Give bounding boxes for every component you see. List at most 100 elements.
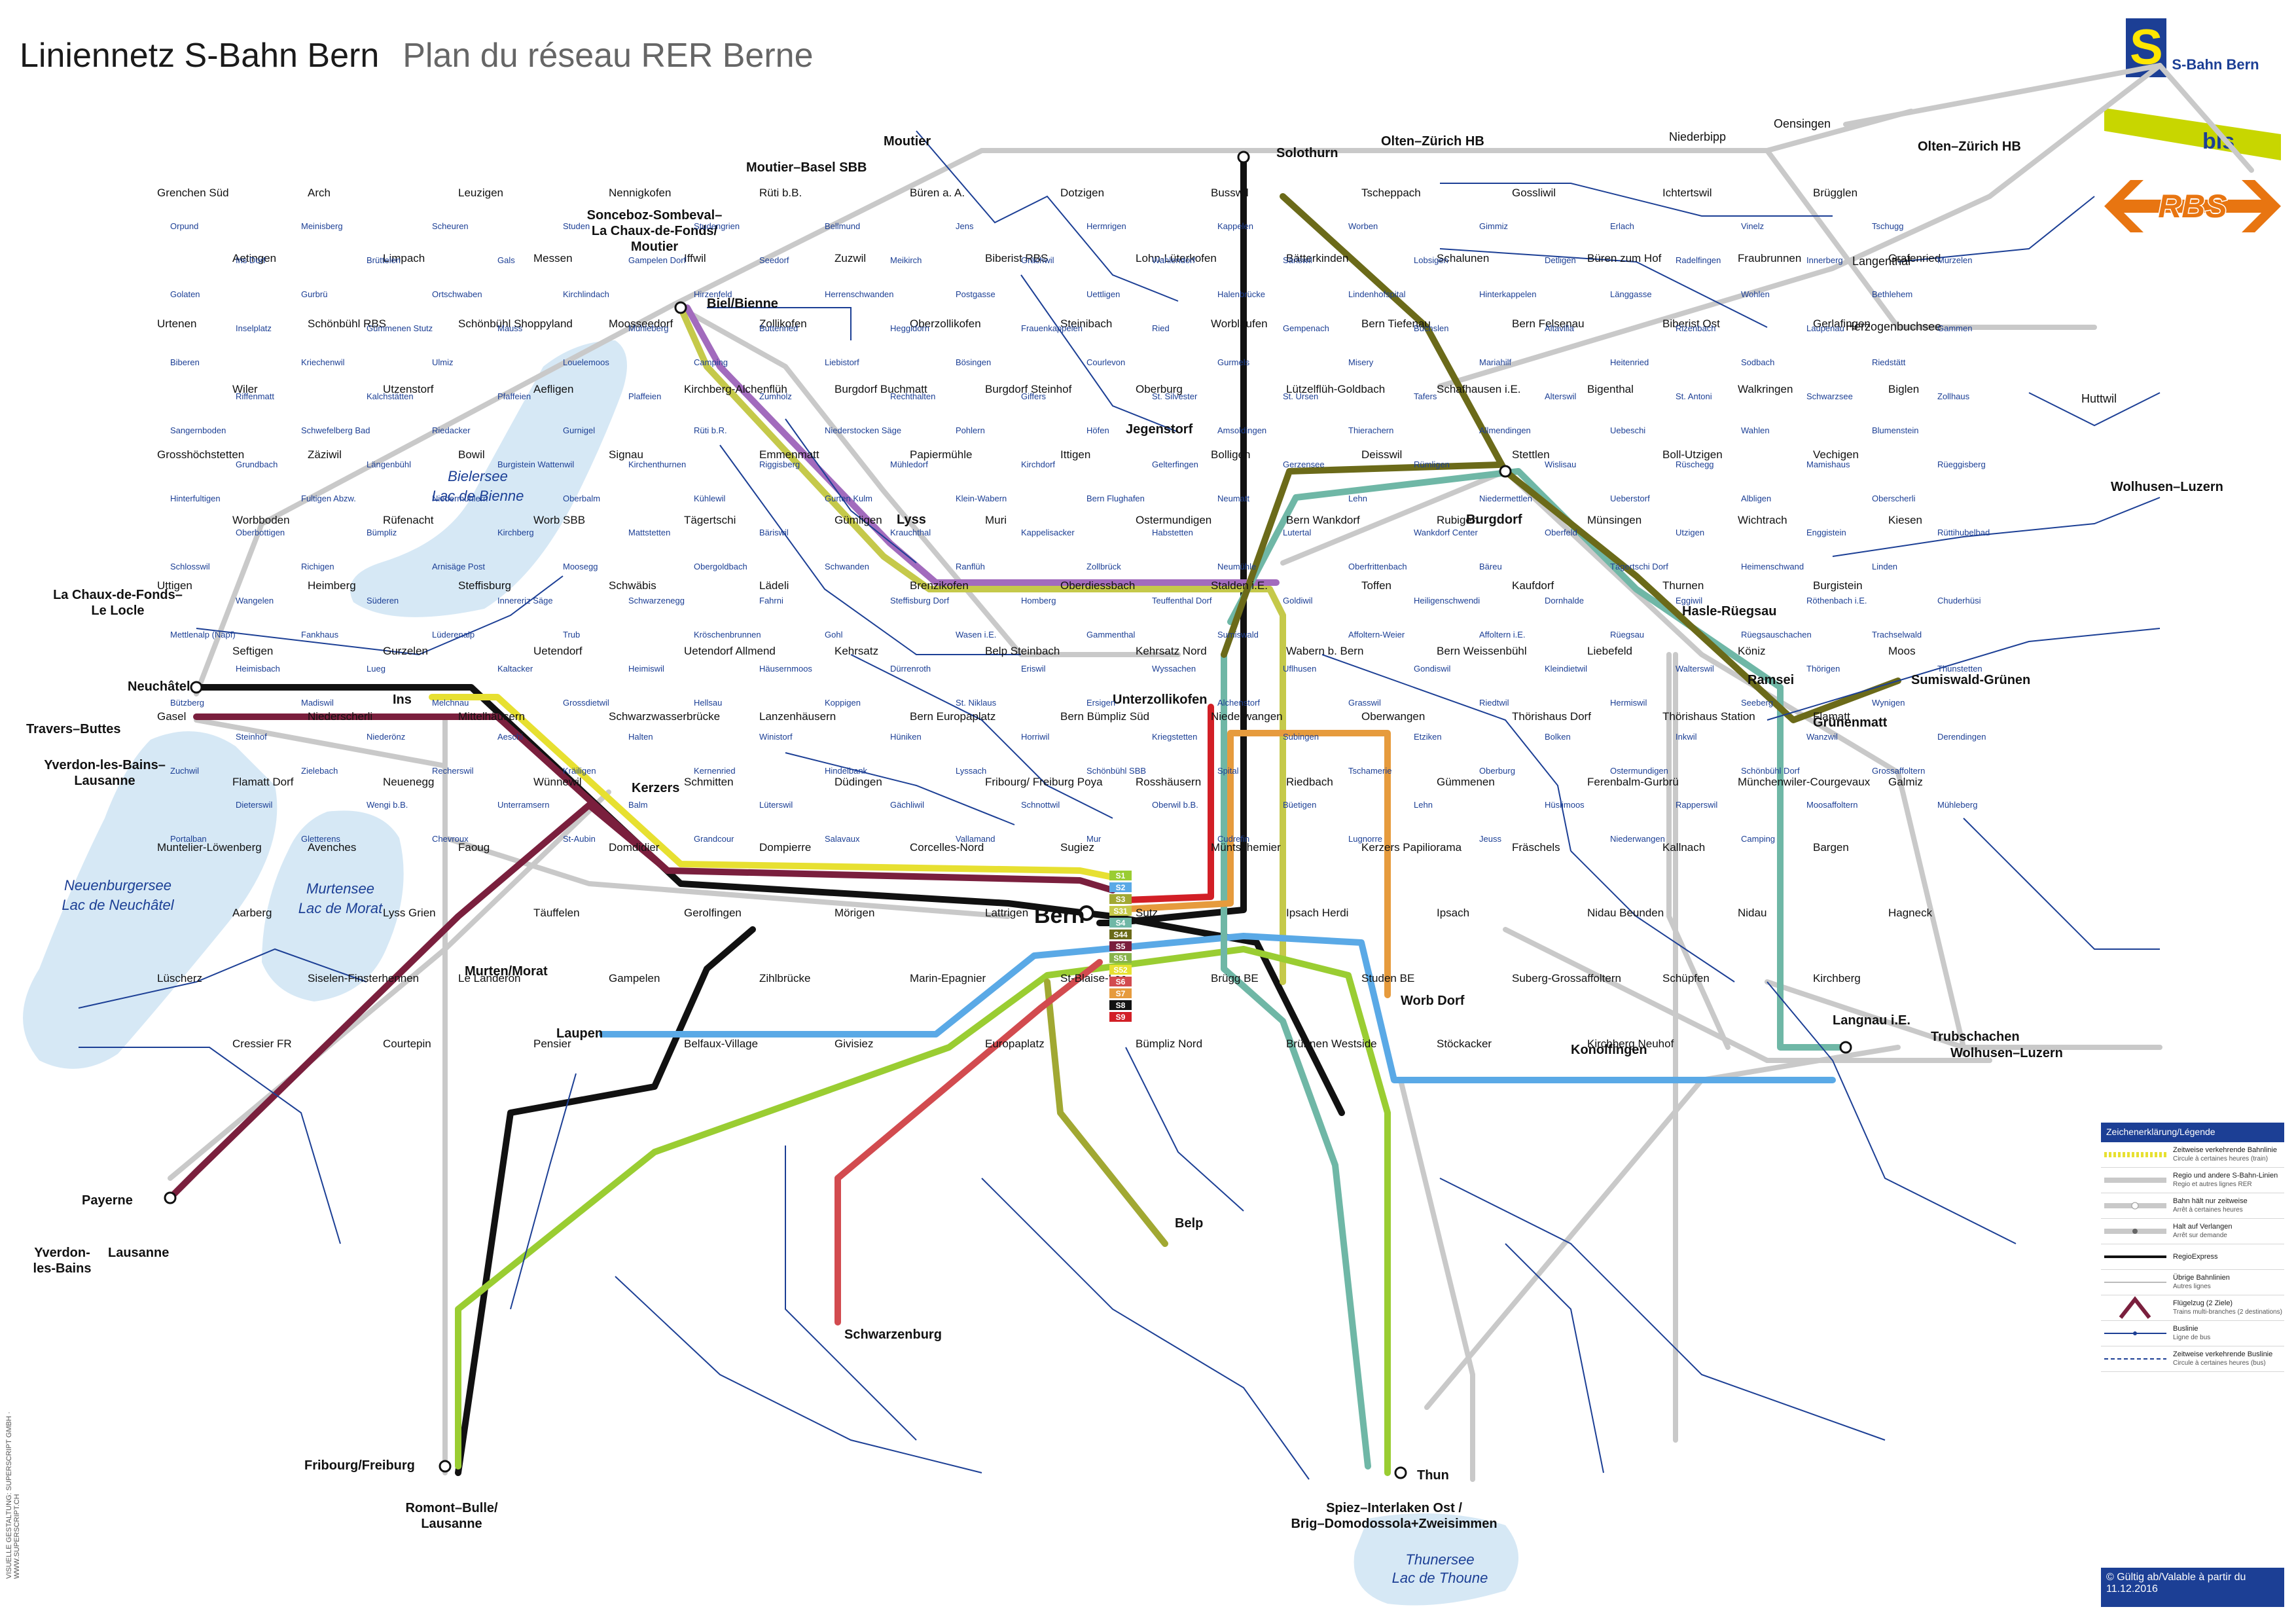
bus-stop-63: Courlevon: [1086, 357, 1125, 367]
label-lyss: Lyss: [897, 513, 926, 527]
place-8: Tscheppach: [1361, 187, 1421, 199]
label-la-chaux: La Chaux-de-Fonds–Le Locle: [53, 588, 183, 618]
place-136: Mörigen: [834, 907, 874, 919]
bus-stop-166: Röthenbach i.E.: [1806, 596, 1867, 605]
bus-stop-155: Süderen: [367, 596, 399, 605]
bus-stop-207: Hermiswil: [1610, 698, 1647, 708]
place-29: Oberzollikofen: [910, 317, 981, 330]
label-la-chaux-l2: Le Locle: [91, 604, 144, 618]
bus-stop-179: Rüegsau: [1610, 630, 1644, 640]
bus-stop-138: Enggistein: [1806, 528, 1846, 537]
place-94: Köniz: [1738, 645, 1766, 657]
place-96: Gasel: [157, 710, 186, 723]
place-54: Ittigen: [1060, 448, 1090, 461]
bus-stop-248: Hüslimoos: [1545, 800, 1585, 810]
bus-stop-37: Lindenhofspital: [1348, 289, 1406, 299]
other-rail-lines: [168, 63, 2254, 1482]
bus-stop-92: Amsoldingen: [1217, 425, 1266, 435]
place-37: Utzenstorf: [383, 383, 434, 395]
place-14: Messen: [533, 252, 573, 264]
bus-stop-116: Kühlewil: [694, 494, 726, 503]
place-3: Nennigkofen: [609, 187, 671, 199]
place-86: Uetendorf: [533, 645, 583, 657]
label-sonceboz: Sonceboz-Sombeval–La Chaux-de-Fonds/Mout…: [587, 208, 723, 254]
bus-stop-182: Heimisbach: [236, 664, 280, 674]
bus-stop-125: Oberscherli: [1872, 494, 1916, 503]
place-142: Nidau: [1738, 907, 1767, 919]
bus-stop-200: Hellsau: [694, 698, 722, 708]
bus-stop-7: Hermrigen: [1086, 221, 1126, 231]
bus-stop-258: Vallamand: [956, 834, 995, 844]
rbs-logo: RBS: [2104, 177, 2281, 236]
place-131: Bargen: [1813, 841, 1849, 854]
lake-neuenburgersee-name: Neuenburgersee: [64, 877, 171, 893]
bus-stop-4: Studengrien: [694, 221, 740, 231]
bus-stop-261: Lugnorre: [1348, 834, 1382, 844]
place-31: Worblaufen: [1211, 317, 1268, 330]
bus-stop-172: Kröschenbrunnen: [694, 630, 761, 640]
bus-stop-185: Heimiswil: [628, 664, 664, 674]
design-credit: VISUELLE GESTALTUNG: SUPERSCRIPT GMBH · …: [5, 1411, 21, 1579]
bus-stop-198: Melchnau: [432, 698, 469, 708]
legend-regio-fr: Regio et autres lignes RER: [2173, 1181, 2252, 1188]
label-laupen: Laupen: [556, 1026, 603, 1041]
bus-stop-233: Tschamerie: [1348, 766, 1391, 776]
place-160: Givisiez: [834, 1038, 874, 1050]
place-153: Suberg-Grossaffoltern: [1512, 972, 1621, 984]
station-marker-biel: [674, 301, 687, 314]
bus-stop-231: Schönbühl SBB: [1086, 766, 1146, 776]
bus-stop-193: Walterswil: [1676, 664, 1714, 674]
place-72: Uttigen: [157, 579, 192, 592]
bus-stop-98: Grundbach: [236, 460, 278, 469]
bus-stop-41: Bethlehem: [1872, 289, 1912, 299]
place-102: Bern Bümpliz Süd: [1060, 710, 1149, 723]
bus-stop-77: St. Silvester: [1152, 391, 1198, 401]
bus-stop-259: Mur: [1086, 834, 1102, 844]
bus-stop-148: Neumühle: [1217, 562, 1256, 571]
bus-stop-218: Subingen: [1283, 732, 1319, 742]
bus-stop-230: Lyssach: [956, 766, 986, 776]
bus-stop-61: Liebistorf: [825, 357, 859, 367]
bus-stop-189: Wyssachen: [1152, 664, 1196, 674]
s31-line: [677, 304, 1286, 985]
bus-stop-99: Längenbühl: [367, 460, 411, 469]
s1-line: [455, 946, 1391, 1476]
bus-stop-151: Tägertschi Dorf: [1610, 562, 1668, 571]
bus-stop-73: Plaffeien: [628, 391, 661, 401]
place-111: Schmitten: [684, 776, 734, 788]
bus-stop-32: Hirzenfeld: [694, 289, 732, 299]
place-18: Lohn-Lüterkofen: [1136, 252, 1217, 264]
bus-stop-250: Moosaffoltern: [1806, 800, 1858, 810]
line-badge-label-s51: S51: [1113, 954, 1128, 963]
s44-south: [1221, 461, 1502, 658]
bus-stop-79: Tafers: [1414, 391, 1437, 401]
bus-stop-46: Buttenried: [759, 323, 798, 333]
label-yverdon-l1: Yverdon-: [34, 1246, 90, 1260]
label-bern: Bern: [1034, 903, 1085, 928]
bus-stop-152: Heimenschwand: [1741, 562, 1804, 571]
place-21: Büren zum Hof: [1587, 252, 1662, 264]
bus-stop-10: Gimmiz: [1479, 221, 1508, 231]
place-112: Düdingen: [834, 776, 882, 788]
label-hasle: Hasle-Rüegsau: [1682, 604, 1777, 619]
legend: Zeichenerklärung/Légende Zeitweise verke…: [2101, 1123, 2284, 1398]
bus-stop-119: Bern Flughafen: [1086, 494, 1145, 503]
bus-stop-9: Worben: [1348, 221, 1378, 231]
place-93: Liebefeld: [1587, 645, 1632, 657]
label-fribourg: Fribourg/Freiburg: [304, 1458, 415, 1473]
bus-stop-251: Mühleberg: [1937, 800, 1977, 810]
lake-bielersee-name: Bielersee: [448, 468, 508, 484]
bus-stop-238: Dieterswil: [236, 800, 272, 810]
place-162: Bümpliz Nord: [1136, 1038, 1202, 1050]
s3-south: [1044, 979, 1168, 1247]
bus-stop-13: Tschugg: [1872, 221, 1903, 231]
bus-stop-162: Goldiwil: [1283, 596, 1313, 605]
legend-row-split-train: Flügelzug (2 Ziele)Trains multi-branches…: [2101, 1295, 2284, 1321]
place-129: Fräschels: [1512, 841, 1560, 854]
bus-stop-48: Frauenkappelen: [1021, 323, 1083, 333]
line-badge-label-s31: S31: [1113, 907, 1128, 916]
bus-stop-44: Mauss: [497, 323, 523, 333]
bus-stop-176: Sumiswald: [1217, 630, 1259, 640]
place-95: Moos: [1888, 645, 1916, 657]
